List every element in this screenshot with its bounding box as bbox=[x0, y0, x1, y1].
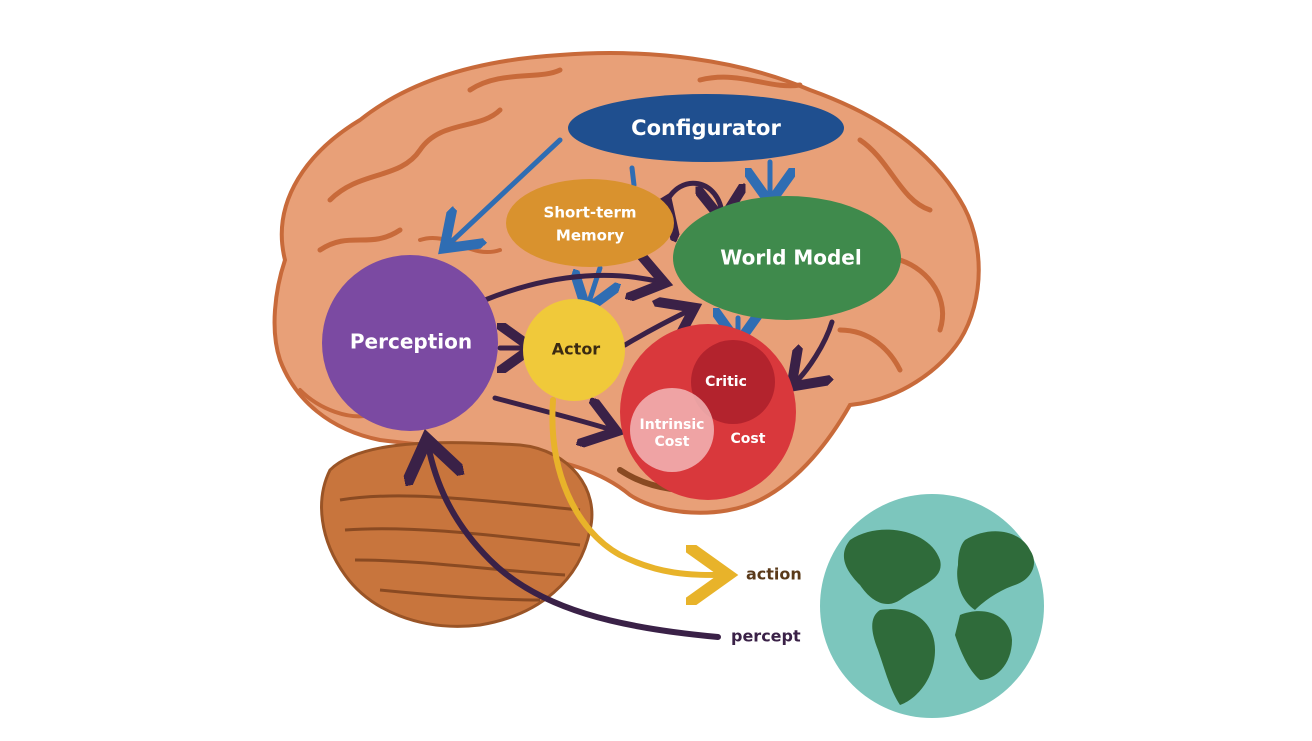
world-model-label: World Model bbox=[720, 246, 861, 270]
module-configurator: Configurator bbox=[568, 94, 844, 162]
actor-label: Actor bbox=[552, 340, 601, 359]
configurator-shape bbox=[568, 94, 844, 162]
arrow-actor-world-model bbox=[622, 310, 690, 348]
arrow-actor-action bbox=[549, 397, 722, 575]
critic-label: Critic bbox=[705, 374, 747, 390]
brain-fold bbox=[317, 227, 403, 253]
brain-fold bbox=[857, 137, 933, 213]
module-world-model: World Model bbox=[673, 196, 901, 320]
connection-arrows bbox=[428, 137, 835, 640]
percept-label: percept bbox=[731, 627, 801, 646]
arrow-percept-perception bbox=[428, 445, 721, 640]
short-term-memory-label-line1: Short-term bbox=[544, 204, 637, 222]
cerebellum-line bbox=[344, 527, 581, 547]
arrow-perception-world-model bbox=[482, 275, 660, 300]
configurator-label: Configurator bbox=[631, 116, 781, 140]
intrinsic-cost-shape bbox=[630, 388, 714, 472]
brain-fold bbox=[697, 74, 803, 89]
module-actor: Actor bbox=[523, 299, 625, 401]
module-perception: Perception bbox=[322, 255, 498, 431]
brain-fold bbox=[837, 327, 903, 373]
module-cost: Critic Intrinsic Cost Cost bbox=[620, 324, 796, 500]
earth-continent bbox=[957, 531, 1035, 610]
intrinsic-cost-label-line1: Intrinsic bbox=[640, 417, 705, 433]
earth-continent bbox=[872, 609, 935, 705]
brain-fold bbox=[897, 257, 946, 333]
perception-shape bbox=[322, 255, 498, 431]
module-short-term-memory: Short-term Memory bbox=[506, 179, 674, 267]
earth-ocean bbox=[820, 494, 1044, 718]
actor-shape bbox=[523, 299, 625, 401]
earth-continent bbox=[843, 529, 941, 605]
brain-fold bbox=[327, 107, 503, 203]
arrow-perception-cost bbox=[492, 395, 612, 430]
arrow-world-model-critic bbox=[795, 319, 835, 383]
short-term-memory-label-line2: Memory bbox=[556, 227, 624, 245]
earth-continent bbox=[955, 611, 1012, 680]
arrow-configurator-perception bbox=[448, 137, 563, 245]
arrow-memory-world-model bbox=[665, 180, 722, 215]
critic-shape bbox=[691, 340, 775, 424]
cost-label: Cost bbox=[731, 431, 766, 447]
perception-label: Perception bbox=[350, 330, 472, 354]
earth-illustration bbox=[820, 494, 1044, 718]
cerebellum-line bbox=[379, 588, 541, 602]
short-term-memory-shape bbox=[506, 179, 674, 267]
action-label: action bbox=[746, 565, 802, 584]
world-model-shape bbox=[673, 196, 901, 320]
arrow-configurator-memory bbox=[629, 165, 637, 188]
intrinsic-cost-label-line2: Cost bbox=[655, 434, 690, 450]
cerebellum-line bbox=[354, 558, 566, 577]
brain-fold bbox=[467, 67, 563, 93]
